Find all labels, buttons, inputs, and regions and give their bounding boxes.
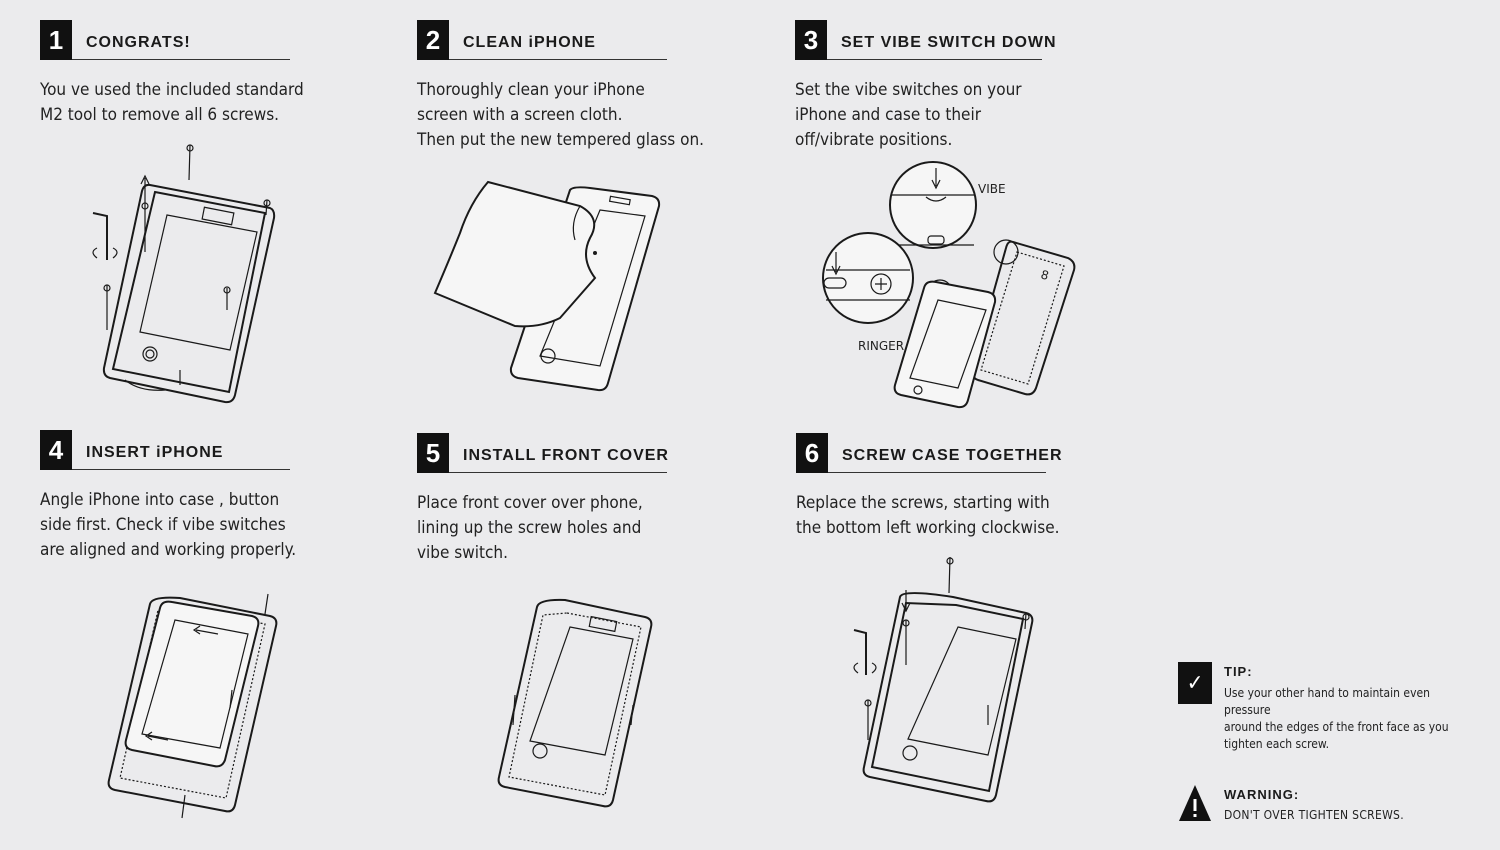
tip-text: Use your other hand to maintain even pre…: [1224, 686, 1449, 751]
step-6-text: Replace the screws, starting with the bo…: [796, 493, 1060, 538]
illustration-remove-screws: [85, 140, 285, 414]
step-4: 4 INSERT iPHONE Angle iPhone into case ,…: [40, 430, 340, 563]
step-2-header: 2 CLEAN iPHONE: [417, 20, 717, 60]
step-2-rule: [449, 59, 667, 60]
step-1-title: CONGRATS!: [86, 34, 191, 51]
step-3: 3 SET VIBE SWITCH DOWN Set the vibe swit…: [795, 20, 1095, 153]
tip-title: TIP:: [1224, 664, 1253, 679]
step-4-number: 4: [40, 430, 72, 470]
step-2-title: CLEAN iPHONE: [463, 34, 596, 51]
step-4-text: Angle iPhone into case , button side fir…: [40, 490, 297, 560]
step-1-number: 1: [40, 20, 72, 60]
illustration-vibe-switch: VIBE RINGER 8: [818, 160, 1088, 424]
illustration-front-cover: [495, 595, 660, 819]
step-5-title: INSTALL FRONT COVER: [463, 447, 669, 464]
step-6-number: 6: [796, 433, 828, 473]
illustration-clean-screen: [430, 178, 670, 402]
warning-text: DON'T OVER TIGHTEN SCREWS.: [1224, 808, 1404, 822]
warning-triangle-icon: [1179, 785, 1211, 821]
warning-body: WARNING: DON'T OVER TIGHTEN SCREWS.: [1224, 783, 1404, 822]
tips-panel: ✓ TIP: Use your other hand to maintain e…: [1178, 662, 1478, 823]
step-5-header: 5 INSTALL FRONT COVER: [417, 433, 717, 473]
step-4-title: INSERT iPHONE: [86, 444, 224, 461]
step-1-rule: [72, 59, 290, 60]
step-3-title: SET VIBE SWITCH DOWN: [841, 34, 1057, 51]
step-6: 6 SCREW CASE TOGETHER Replace the screws…: [796, 433, 1096, 541]
step-6-header: 6 SCREW CASE TOGETHER: [796, 433, 1096, 473]
step-1: 1 CONGRATS! You ve used the included sta…: [40, 20, 340, 128]
vibe-label: VIBE: [978, 182, 1006, 196]
step-4-rule: [72, 469, 290, 470]
step-2: 2 CLEAN iPHONE Thoroughly clean your iPh…: [417, 20, 717, 153]
checkmark-icon: ✓: [1178, 662, 1212, 704]
step-2-text: Thoroughly clean your iPhone screen with…: [417, 80, 705, 150]
step-3-header: 3 SET VIBE SWITCH DOWN: [795, 20, 1095, 60]
step-5-rule: [449, 472, 667, 473]
svg-text:8: 8: [1039, 267, 1050, 283]
step-6-rule: [828, 472, 1046, 473]
step-5-text: Place front cover over phone, lining up …: [417, 493, 643, 563]
step-6-title: SCREW CASE TOGETHER: [842, 447, 1063, 464]
tip: ✓ TIP: Use your other hand to maintain e…: [1178, 662, 1478, 753]
ringer-label: RINGER: [858, 339, 904, 353]
step-3-number: 3: [795, 20, 827, 60]
step-1-text: You ve used the included standard M2 too…: [40, 80, 304, 125]
step-3-text: Set the vibe switches on your iPhone and…: [795, 80, 1022, 150]
warning: WARNING: DON'T OVER TIGHTEN SCREWS.: [1178, 783, 1478, 823]
step-2-number: 2: [417, 20, 449, 60]
tip-body: TIP: Use your other hand to maintain eve…: [1224, 662, 1478, 753]
step-5-number: 5: [417, 433, 449, 473]
step-5: 5 INSTALL FRONT COVER Place front cover …: [417, 433, 717, 566]
warning-title: WARNING:: [1224, 787, 1300, 802]
step-1-header: 1 CONGRATS!: [40, 20, 340, 60]
illustration-screw-case: [848, 555, 1048, 819]
step-4-header: 4 INSERT iPHONE: [40, 430, 340, 470]
step-3-rule: [827, 59, 1042, 60]
illustration-insert-phone: [100, 590, 290, 824]
